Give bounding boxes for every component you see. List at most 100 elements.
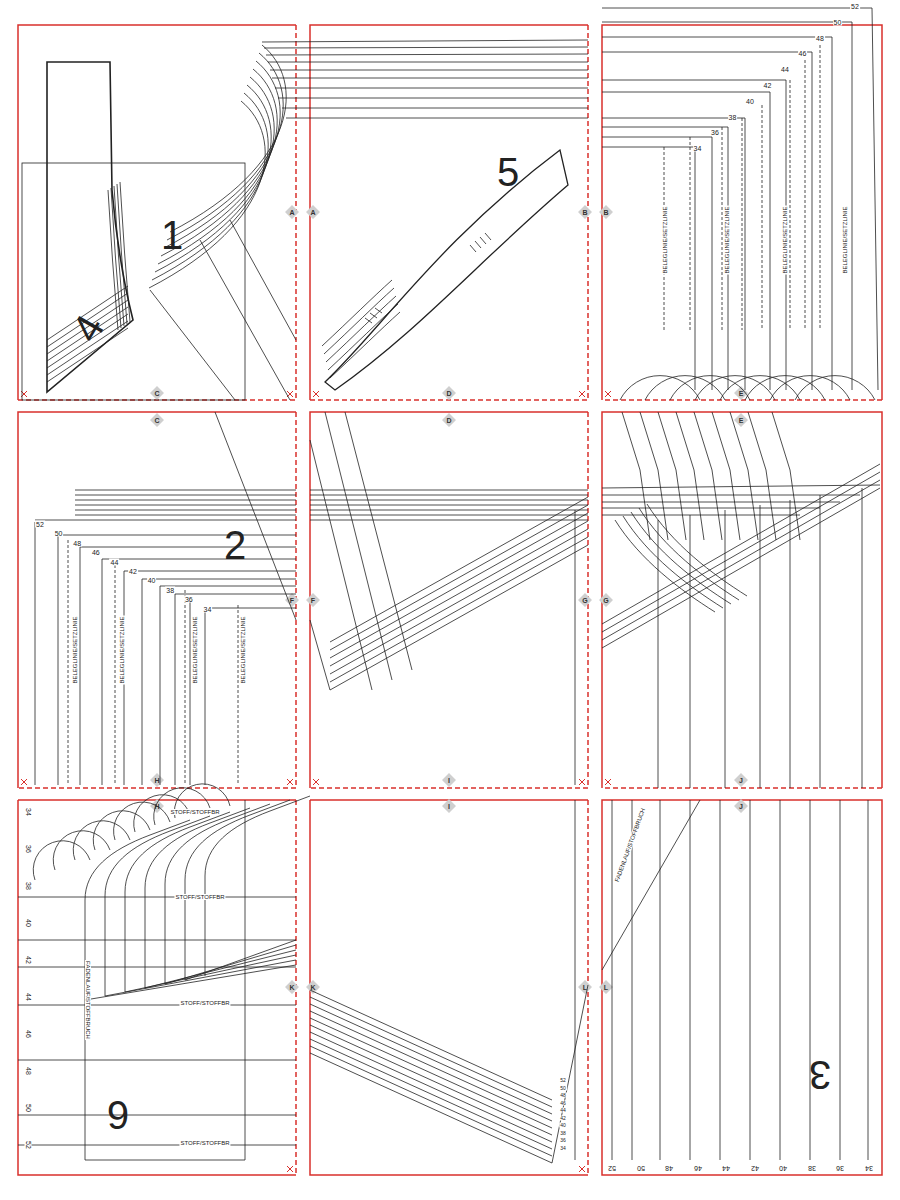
size-number: 50: [54, 530, 64, 537]
size-number: 52: [850, 3, 860, 10]
size-number: 44: [25, 992, 32, 1002]
tile-letter: I: [448, 777, 450, 784]
grain-note: STOFF/STOFFBR: [179, 1140, 230, 1146]
size-number: 46: [559, 1100, 567, 1105]
piece-number: 2: [224, 525, 246, 565]
size-number: 44: [559, 1108, 567, 1113]
tile-letter: K: [289, 984, 294, 991]
size-number: 48: [72, 539, 82, 546]
tile-letter: H: [154, 803, 159, 810]
tile-letter: D: [446, 390, 451, 397]
size-number: 34: [864, 1165, 874, 1172]
size-number: 42: [750, 1165, 760, 1172]
size-number: 50: [833, 18, 843, 25]
size-number: 52: [559, 1078, 567, 1083]
line-note: BELEGLINIE/SETZLINIE: [119, 615, 125, 684]
piece-number: 5: [497, 152, 519, 192]
size-number: 40: [25, 918, 32, 928]
tile-letter: E: [739, 417, 744, 424]
size-number: 46: [798, 50, 808, 57]
tile-letter: J: [739, 803, 743, 810]
tile-letter: A: [289, 209, 294, 216]
size-number: 42: [559, 1115, 567, 1120]
tile-letter: I: [448, 803, 450, 810]
size-number: 48: [815, 34, 825, 41]
size-number: 36: [184, 596, 194, 603]
size-number: 34: [25, 807, 32, 817]
tile-letter: B: [603, 209, 608, 216]
size-number: 42: [128, 568, 138, 575]
size-number: 52: [25, 1140, 32, 1150]
piece-number: 1: [161, 215, 183, 255]
size-number: 50: [25, 1103, 32, 1113]
tile-letter: C: [154, 390, 159, 397]
line-note: BELEGLINIE/SETZLINIE: [842, 205, 848, 274]
tile-letter: J: [739, 777, 743, 784]
size-number: 46: [91, 549, 101, 556]
tile-letter: E: [739, 390, 744, 397]
line-note: BELEGLINIE/SETZLINIE: [72, 615, 78, 684]
grain-note: FADENLAUF/STOFFBRUCH: [614, 806, 647, 883]
tile-letter: F: [290, 597, 294, 604]
grain-note: STOFF/STOFFBR: [179, 1000, 230, 1006]
line-note: BELEGLINIE/SETZLINIE: [240, 615, 246, 684]
size-number: 52: [35, 521, 45, 528]
tile-letter: L: [604, 984, 608, 991]
line-note: BELEGLINIE/SETZLINIE: [192, 615, 198, 684]
size-number: 48: [559, 1093, 567, 1098]
tile-letter: H: [154, 777, 159, 784]
size-number: 44: [721, 1165, 731, 1172]
size-number: 50: [559, 1085, 567, 1090]
size-number: 40: [745, 97, 755, 104]
size-number: 36: [559, 1138, 567, 1143]
size-number: 40: [559, 1123, 567, 1128]
tile-letter: L: [583, 984, 587, 991]
size-number: 48: [25, 1066, 32, 1076]
tile-letter: F: [311, 597, 315, 604]
size-number: 46: [25, 1029, 32, 1039]
size-number: 36: [710, 129, 720, 136]
size-number: 48: [664, 1165, 674, 1172]
size-number: 34: [202, 605, 212, 612]
grain-note: STOFF/STOFFBR: [169, 809, 220, 815]
piece-number: 6: [107, 1095, 129, 1135]
size-number: 50: [636, 1165, 646, 1172]
line-note: BELEGLINIE/SETZLINIE: [724, 205, 730, 274]
tile-frame: [18, 25, 882, 1175]
tile-letter: G: [582, 597, 587, 604]
size-number: 40: [147, 577, 157, 584]
size-number: 40: [778, 1165, 788, 1172]
line-note: BELEGLINIE/SETZLINIE: [662, 205, 668, 274]
tile-letter: B: [582, 209, 587, 216]
tile-letter: K: [310, 984, 315, 991]
piece-number: 3: [809, 1055, 831, 1095]
size-number: 34: [559, 1145, 567, 1150]
glue-edge: [18, 25, 882, 1175]
piece-number: 4: [65, 308, 111, 347]
pattern-lines: [18, 8, 880, 1163]
size-number: 36: [835, 1165, 845, 1172]
tile-letter: G: [603, 597, 608, 604]
size-number: 42: [25, 955, 32, 965]
line-note: BELEGLINIE/SETZLINIE: [782, 205, 788, 274]
size-number: 44: [109, 558, 119, 565]
size-number: 38: [25, 881, 32, 891]
grain-note: STOFF/STOFFBR: [174, 894, 225, 900]
tile-letter: A: [310, 209, 315, 216]
size-number: 36: [25, 844, 32, 854]
size-number: 44: [780, 66, 790, 73]
tile-letter: D: [446, 417, 451, 424]
size-number: 38: [165, 586, 175, 593]
size-number: 46: [693, 1165, 703, 1172]
size-number: 52: [607, 1165, 617, 1172]
size-number: 38: [807, 1165, 817, 1172]
size-number: 42: [763, 82, 773, 89]
size-number: 38: [559, 1130, 567, 1135]
grain-note: FADENLAUF/STOFFBRUCH: [85, 960, 91, 1040]
size-number: 34: [693, 145, 703, 152]
tile-letter: C: [154, 417, 159, 424]
corner-cross: [21, 391, 611, 1172]
size-number: 38: [728, 113, 738, 120]
